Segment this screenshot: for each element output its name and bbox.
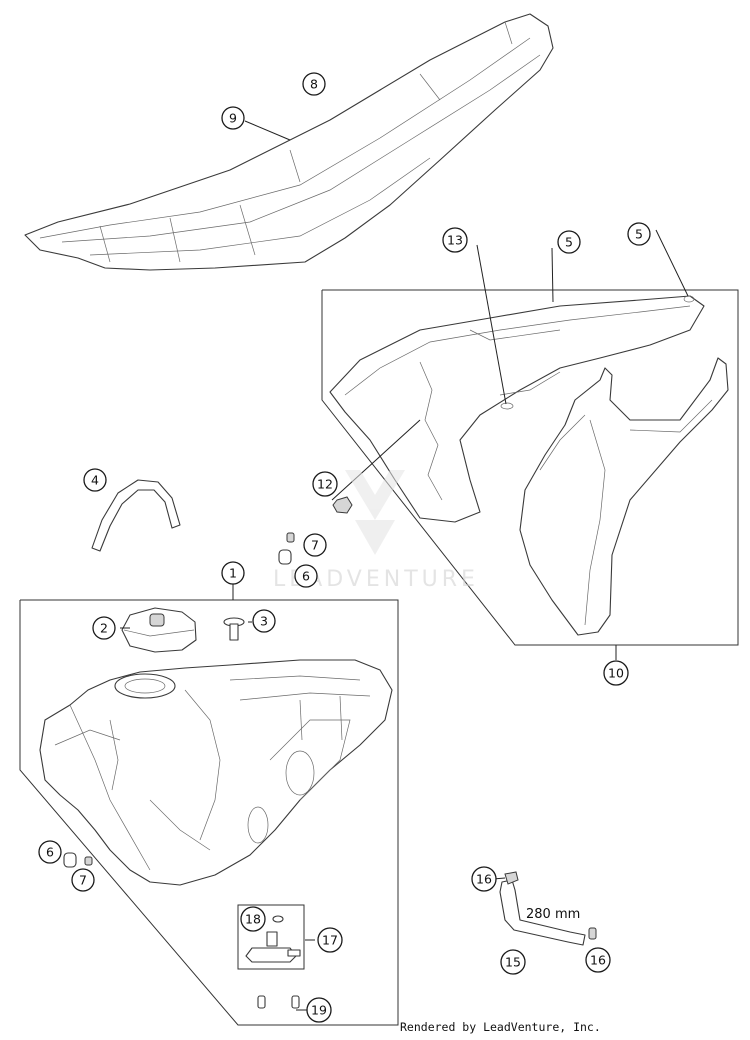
hose-clamp-16a-part[interactable] xyxy=(504,871,519,885)
nut-12-part[interactable] xyxy=(332,496,353,514)
callout-15[interactable]: 15 xyxy=(500,949,526,975)
callout-3[interactable]: 3 xyxy=(252,609,276,633)
screw-7a-part[interactable] xyxy=(286,532,295,543)
callout-6a[interactable]: 6 xyxy=(294,564,318,588)
svg-text:16: 16 xyxy=(590,953,606,968)
svg-text:8: 8 xyxy=(310,77,318,92)
svg-text:18: 18 xyxy=(245,912,261,927)
fuel-tap-group-frame xyxy=(237,904,305,970)
callout-4[interactable]: 4 xyxy=(83,468,107,492)
o-ring-part[interactable] xyxy=(272,915,284,923)
callout-1[interactable]: 1 xyxy=(221,561,245,585)
breather-hose-part[interactable] xyxy=(91,479,181,552)
bushing-6a-part[interactable] xyxy=(278,549,292,565)
seat-part[interactable] xyxy=(24,13,554,271)
callout-17[interactable]: 17 xyxy=(317,927,343,953)
svg-text:12: 12 xyxy=(317,477,333,492)
filler-cap-part[interactable] xyxy=(121,607,197,653)
svg-text:15: 15 xyxy=(505,955,521,970)
callout-9[interactable]: 9 xyxy=(221,106,245,130)
svg-text:9: 9 xyxy=(229,111,237,126)
callout-13[interactable]: 13 xyxy=(442,227,468,253)
callout-19[interactable]: 19 xyxy=(306,997,332,1023)
svg-text:7: 7 xyxy=(311,538,319,553)
callout-10[interactable]: 10 xyxy=(603,660,629,686)
screw-7b-part[interactable] xyxy=(84,856,93,866)
callout-7a[interactable]: 7 xyxy=(303,533,327,557)
tap-screws-part[interactable] xyxy=(257,995,300,1009)
callout-2[interactable]: 2 xyxy=(92,616,116,640)
svg-text:3: 3 xyxy=(260,614,268,629)
svg-text:19: 19 xyxy=(311,1003,327,1018)
callout-16b[interactable]: 16 xyxy=(585,947,611,973)
callout-16a[interactable]: 16 xyxy=(471,866,497,892)
fuel-tap-part[interactable] xyxy=(245,931,301,963)
callout-12[interactable]: 12 xyxy=(312,471,338,497)
svg-text:4: 4 xyxy=(91,473,99,488)
callout-8[interactable]: 8 xyxy=(302,72,326,96)
svg-text:1: 1 xyxy=(229,566,237,581)
callout-7b[interactable]: 7 xyxy=(71,868,95,892)
svg-text:13: 13 xyxy=(447,233,463,248)
leader-lines xyxy=(120,120,689,1011)
svg-text:10: 10 xyxy=(608,666,624,681)
spoiler-group-frame xyxy=(321,289,739,646)
svg-text:17: 17 xyxy=(322,933,338,948)
svg-text:5: 5 xyxy=(565,235,573,250)
svg-text:6: 6 xyxy=(302,569,310,584)
callout-5a[interactable]: 5 xyxy=(557,230,581,254)
bushing-6b-part[interactable] xyxy=(63,852,77,868)
hose-length-dimension: 280 mm xyxy=(526,907,580,922)
hose-clamp-16b-part[interactable] xyxy=(588,927,597,940)
svg-text:6: 6 xyxy=(46,845,54,860)
callout-5b[interactable]: 5 xyxy=(627,222,651,246)
svg-text:2: 2 xyxy=(100,621,108,636)
svg-text:7: 7 xyxy=(79,873,87,888)
fuel-tank-part[interactable] xyxy=(39,659,393,886)
svg-text:16: 16 xyxy=(476,872,492,887)
callout-6b[interactable]: 6 xyxy=(38,840,62,864)
svg-text:5: 5 xyxy=(635,227,643,242)
render-credit: Rendered by LeadVenture, Inc. xyxy=(400,1020,601,1034)
callout-18[interactable]: 18 xyxy=(240,906,266,932)
spoiler-right-part[interactable] xyxy=(519,357,729,636)
cap-screw-part[interactable] xyxy=(223,617,245,641)
spoiler-left-part[interactable] xyxy=(329,295,705,523)
fuel-hose-part[interactable] xyxy=(499,879,586,946)
fuel-tank-group-frame xyxy=(19,599,399,1026)
